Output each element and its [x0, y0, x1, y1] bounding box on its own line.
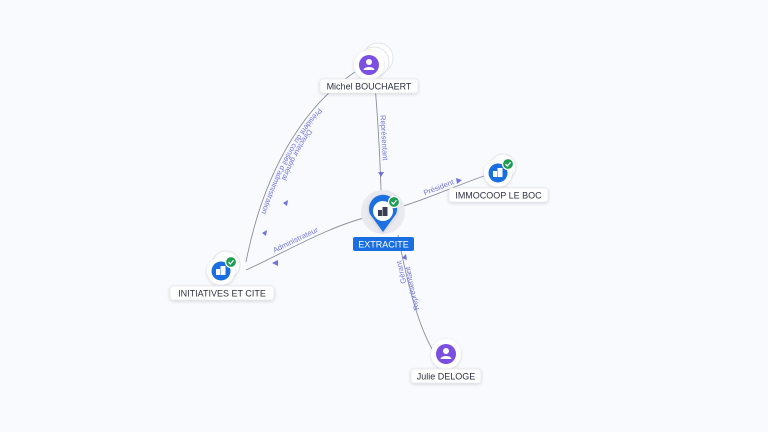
edge-label-administrateur: Administrateur	[272, 225, 320, 255]
node-label-bg	[353, 237, 414, 251]
building-icon	[493, 168, 503, 177]
arrow-directeur-general	[283, 200, 288, 206]
node-label: IMMOCOOP LE BOC	[455, 191, 542, 201]
node-extracite[interactable]: EXTRACITE	[353, 190, 414, 251]
node-julie-deloge[interactable]: Julie DELOGE	[410, 339, 482, 384]
edge-michel-extracite	[374, 85, 382, 191]
building-icon	[216, 266, 226, 275]
arrow-representant-michel	[378, 172, 384, 177]
node-label-bg	[410, 368, 482, 384]
check-icon	[228, 259, 234, 265]
node-label: Julie DELOGE	[417, 372, 476, 382]
edge-julie-extracite	[397, 234, 435, 353]
node-label: INITIATIVES ET CITE	[178, 289, 266, 299]
edge-label-representant-julie: Représentant	[403, 265, 421, 311]
verified-badge-icon	[224, 255, 238, 269]
arrow-gerant	[402, 254, 407, 260]
node-label-bg	[448, 187, 549, 203]
edge-label-representant-michel: Représentant	[378, 115, 390, 162]
arrow-administrateur	[272, 260, 278, 266]
node-label-bg	[319, 78, 419, 94]
node-initiatives-et-cite[interactable]: INITIATIVES ET CITE	[169, 250, 275, 301]
arrow-president-ca	[262, 230, 267, 236]
node-label-bg	[169, 285, 275, 301]
edge-extracite-immocoop	[396, 175, 485, 209]
person-icon	[440, 348, 452, 359]
verified-badge-icon	[501, 157, 515, 171]
verified-badge-icon	[387, 195, 401, 209]
check-icon	[391, 199, 397, 205]
edge-labels: Président du conseil d'administration Di…	[260, 106, 456, 311]
edge-arrows	[262, 172, 462, 266]
node-michel-bouchaert[interactable]: Michel BOUCHAERT	[319, 42, 419, 94]
edge-initiatives-extracite	[245, 215, 373, 271]
node-label: EXTRACITE	[358, 240, 409, 250]
arrow-president	[456, 178, 462, 184]
person-icon	[363, 59, 375, 70]
check-icon	[505, 161, 511, 167]
building-icon	[378, 207, 388, 216]
node-label: Michel BOUCHAERT	[327, 82, 412, 92]
node-immocoop-le-boc[interactable]: IMMOCOOP LE BOC	[448, 153, 549, 203]
